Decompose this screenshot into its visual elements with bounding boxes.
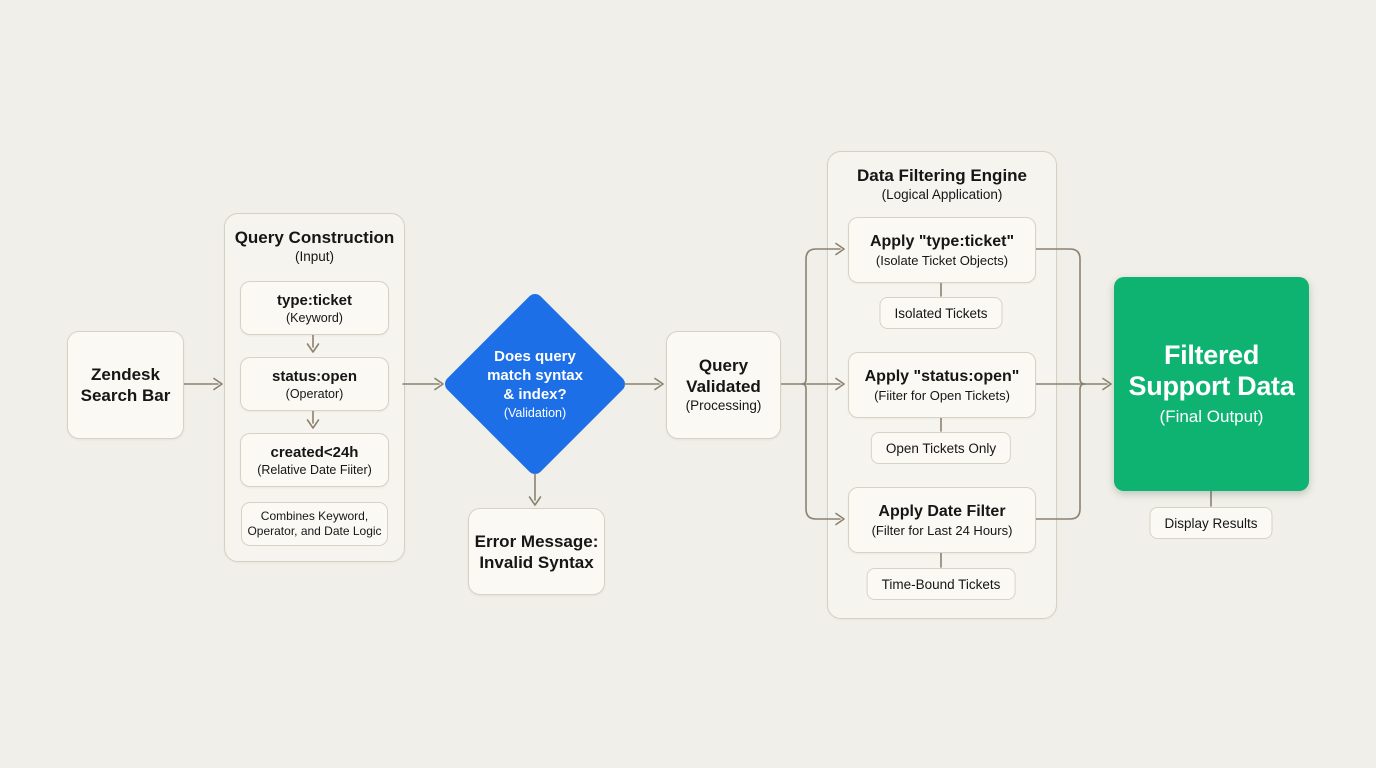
status-open-title: status:open <box>271 367 357 385</box>
node-query-validated: Query Validated (Processing) <box>666 331 781 439</box>
decision-line2: match syntax <box>487 366 583 384</box>
created-24h-title: created<24h <box>270 443 359 461</box>
combines-note-line2: Operator, and Date Logic <box>247 524 382 538</box>
apply-type-ticket-title: Apply "type:ticket" <box>869 232 1015 250</box>
query-construction-title: Query Construction <box>234 228 395 247</box>
node-combines-note: Combines Keyword, Operator, and Date Log… <box>241 502 388 546</box>
node-time-bound-tickets: Time-Bound Tickets <box>866 568 1016 600</box>
error-line2: Invalid Syntax <box>479 552 594 572</box>
search-bar-line1: Zendesk <box>91 365 160 384</box>
node-display-results: Display Results <box>1149 507 1273 539</box>
node-apply-date-filter: Apply Date Filter (Filter for Last 24 Ho… <box>848 487 1036 553</box>
arrowhead-into-decision <box>434 377 444 391</box>
query-construction-subtitle: (Input) <box>294 249 335 264</box>
decision-subtitle: (Validation) <box>503 405 567 420</box>
arrowhead-into-validated <box>654 377 664 391</box>
output-line2: Support Data <box>1128 370 1295 401</box>
engine-title: Data Filtering Engine <box>856 166 1028 185</box>
search-bar-line2: Search Bar <box>80 386 171 405</box>
validated-line2: Validated <box>686 377 761 396</box>
node-apply-type-ticket: Apply "type:ticket" (Isolate Ticket Obje… <box>848 217 1036 283</box>
engine-header: Data Filtering Engine (Logical Applicati… <box>828 152 1056 204</box>
node-filtered-support-data: Filtered Support Data (Final Output) <box>1114 277 1309 491</box>
output-subtitle: (Final Output) <box>1159 406 1264 426</box>
decision-line1: Does query <box>494 347 576 365</box>
type-ticket-title: type:ticket <box>276 291 353 309</box>
node-decision-validation: Does query match syntax & index? (Valida… <box>465 329 605 439</box>
validated-line1: Query <box>698 356 749 375</box>
node-type-ticket: type:ticket (Keyword) <box>240 281 389 335</box>
node-isolated-tickets: Isolated Tickets <box>879 297 1003 329</box>
created-24h-subtitle: (Relative Date Fiiter) <box>257 462 372 477</box>
node-apply-status-open: Apply "status:open" (Fiiter for Open Tic… <box>848 352 1036 418</box>
node-status-open: status:open (Operator) <box>240 357 389 411</box>
arrowhead-into-output <box>1102 377 1112 391</box>
apply-date-filter-title: Apply Date Filter <box>878 502 1006 520</box>
apply-status-open-title: Apply "status:open" <box>864 367 1020 385</box>
node-created-24h: created<24h (Relative Date Fiiter) <box>240 433 389 487</box>
engine-subtitle: (Logical Application) <box>881 187 1003 202</box>
decision-line3: & index? <box>503 385 567 403</box>
output-line1: Filtered <box>1163 339 1260 370</box>
arrowhead-into-qc <box>213 377 223 391</box>
apply-type-ticket-subtitle: (Isolate Ticket Objects) <box>875 252 1009 268</box>
query-construction-header: Query Construction (Input) <box>225 214 404 266</box>
status-open-subtitle: (Operator) <box>285 386 344 401</box>
node-open-tickets-only: Open Tickets Only <box>870 432 1012 464</box>
combines-note-line1: Combines Keyword, <box>260 509 369 523</box>
validated-subtitle: (Processing) <box>685 398 762 413</box>
apply-status-open-subtitle: (Fiiter for Open Tickets) <box>874 387 1010 403</box>
type-ticket-subtitle: (Keyword) <box>286 310 343 325</box>
arrowhead-into-error <box>528 496 542 506</box>
error-line1: Error Message: <box>474 531 599 551</box>
node-error-message: Error Message: Invalid Syntax <box>468 508 605 595</box>
node-zendesk-search-bar: Zendesk Search Bar <box>67 331 184 439</box>
apply-date-filter-subtitle: (Filter for Last 24 Hours) <box>871 522 1013 538</box>
